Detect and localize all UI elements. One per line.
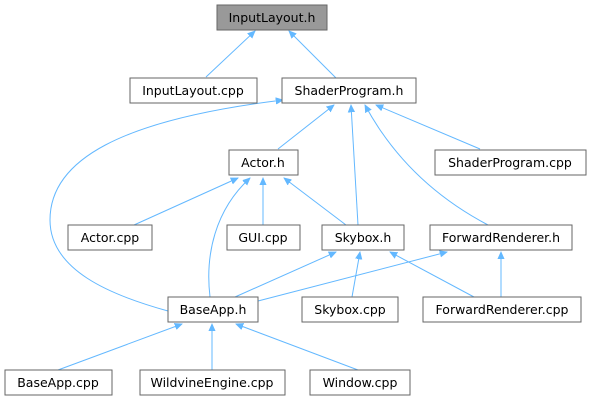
edge-baseapp-h-to-forwardrenderer-h (257, 252, 447, 302)
node-inputlayout-cpp[interactable]: InputLayout.cpp (129, 77, 258, 104)
edge-skybox-h-to-actor-h (284, 178, 347, 226)
node-skybox-cpp[interactable]: Skybox.cpp (301, 296, 399, 323)
edge-shaderprogram-cpp-to-shaderprogram-h (376, 105, 481, 150)
svg-text:WildvineEngine.cpp: WildvineEngine.cpp (150, 375, 273, 390)
svg-text:Actor.h: Actor.h (241, 155, 285, 170)
edge-baseapp-cpp-to-baseapp-h (57, 324, 182, 371)
node-forwardrenderer-h[interactable]: ForwardRenderer.h (429, 224, 573, 251)
svg-text:Skybox.cpp: Skybox.cpp (314, 302, 386, 317)
node-wildvineengine-cpp[interactable]: WildvineEngine.cpp (139, 369, 286, 396)
svg-text:BaseApp.cpp: BaseApp.cpp (17, 375, 99, 390)
node-skybox-h[interactable]: Skybox.h (321, 224, 405, 251)
edge-forwardrenderer-h-to-shaderprogram-h (365, 105, 489, 226)
edge-baseapp-h-to-actor-h (208, 178, 250, 298)
node-actor-cpp[interactable]: Actor.cpp (67, 224, 153, 251)
svg-text:BaseApp.h: BaseApp.h (180, 302, 247, 317)
node-shaderprogram-cpp[interactable]: ShaderProgram.cpp (434, 149, 587, 176)
edge-inputlayout-cpp-to-inputlayout-h (205, 31, 255, 78)
edge-skybox-h-to-shaderprogram-h (351, 105, 359, 226)
node-actor-h[interactable]: Actor.h (228, 149, 299, 176)
node-baseapp-cpp[interactable]: BaseApp.cpp (4, 369, 113, 396)
svg-text:ShaderProgram.cpp: ShaderProgram.cpp (448, 155, 572, 170)
edge-skybox-cpp-to-skybox-h (351, 252, 360, 298)
svg-text:ShaderProgram.h: ShaderProgram.h (295, 83, 404, 98)
svg-text:Actor.cpp: Actor.cpp (81, 230, 140, 245)
node-window-cpp[interactable]: Window.cpp (309, 369, 411, 396)
svg-text:ForwardRenderer.h: ForwardRenderer.h (442, 230, 560, 245)
edge-shaderprogram-h-to-inputlayout-h (289, 31, 337, 79)
svg-text:Window.cpp: Window.cpp (323, 375, 398, 390)
svg-text:InputLayout.cpp: InputLayout.cpp (142, 83, 244, 98)
node-shaderprogram-h[interactable]: ShaderProgram.h (281, 77, 417, 104)
svg-text:InputLayout.h: InputLayout.h (229, 10, 316, 25)
node-gui-cpp[interactable]: GUI.cpp (226, 224, 301, 251)
edge-baseapp-h-to-shaderprogram-h (49, 100, 283, 312)
svg-text:Skybox.h: Skybox.h (335, 230, 392, 245)
edge-actor-h-to-shaderprogram-h (277, 105, 334, 150)
edge-forwardrenderer-cpp-to-skybox-h (390, 252, 475, 298)
edge-baseapp-h-to-skybox-h (234, 251, 336, 298)
edge-actor-cpp-to-actor-h (133, 177, 238, 226)
node-inputlayout-h[interactable]: InputLayout.h (216, 4, 328, 31)
node-baseapp-h[interactable]: BaseApp.h (167, 296, 259, 323)
svg-text:GUI.cpp: GUI.cpp (238, 230, 287, 245)
edge-window-cpp-to-baseapp-h (236, 324, 359, 371)
node-forwardrenderer-cpp[interactable]: ForwardRenderer.cpp (422, 296, 582, 323)
svg-text:ForwardRenderer.cpp: ForwardRenderer.cpp (436, 302, 569, 317)
